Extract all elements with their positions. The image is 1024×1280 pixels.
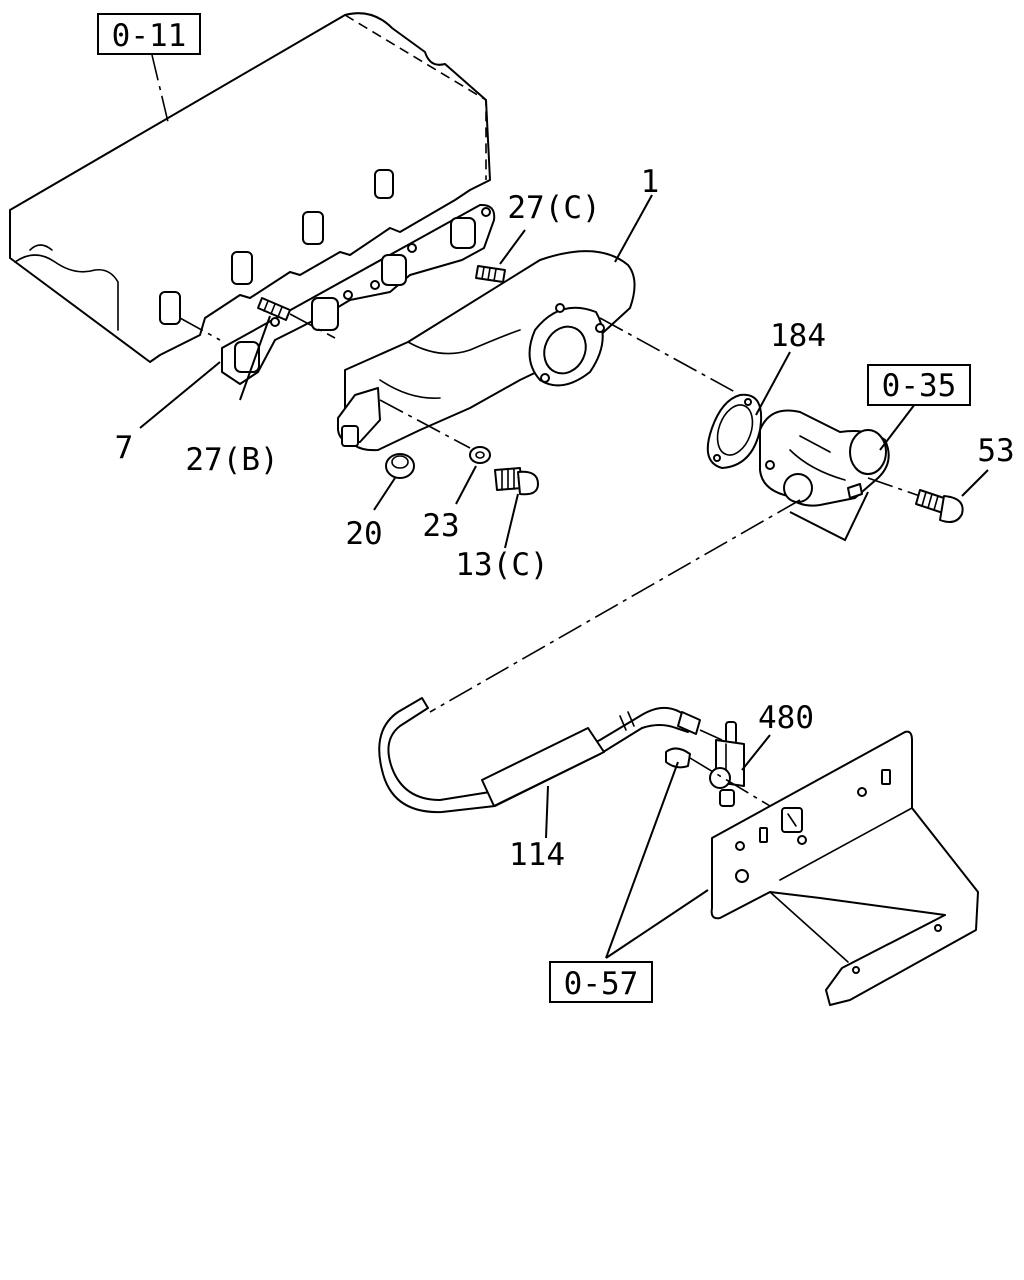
reference-box-0-57[interactable]: 0-57 (549, 961, 653, 1003)
bracket-bolt (665, 747, 771, 807)
washer-23 (379, 399, 491, 464)
part-labels: 1 7 27(C) 27(B) 20 23 13(C) 184 53 480 1… (115, 164, 1015, 873)
label-part-7: 7 (115, 430, 134, 466)
manifold-gasket (221, 203, 496, 385)
mounting-bracket (710, 730, 979, 1006)
cylinder-head (9, 12, 491, 363)
bolt-13c (494, 467, 539, 496)
gasket-184 (599, 317, 762, 469)
label-part-27b: 27(B) (185, 442, 278, 478)
nut-20 (385, 453, 415, 479)
svg-text:0-57: 0-57 (564, 966, 639, 1002)
stud-27c (475, 265, 506, 283)
vsv-valve-480 (699, 721, 745, 807)
label-part-480: 480 (758, 700, 814, 736)
label-part-13c: 13(C) (455, 547, 548, 583)
label-part-27c: 27(C) (507, 190, 600, 226)
label-part-53: 53 (977, 433, 1014, 469)
label-part-20: 20 (345, 516, 382, 552)
leader-lines (139, 54, 989, 959)
reference-box-0-11[interactable]: 0-11 (97, 13, 201, 55)
reference-box-0-35[interactable]: 0-35 (867, 364, 971, 406)
exhaust-elbow (759, 409, 890, 507)
stud-27b (257, 297, 336, 339)
label-part-23: 23 (422, 508, 459, 544)
svg-text:0-35: 0-35 (882, 368, 957, 404)
svg-text:0-11: 0-11 (112, 18, 187, 54)
exhaust-manifold (337, 250, 636, 452)
label-part-114: 114 (509, 837, 565, 873)
label-part-184: 184 (770, 318, 826, 354)
vacuum-hose-114 (378, 499, 801, 814)
bolt-53 (867, 477, 964, 523)
label-part-1: 1 (641, 164, 660, 200)
